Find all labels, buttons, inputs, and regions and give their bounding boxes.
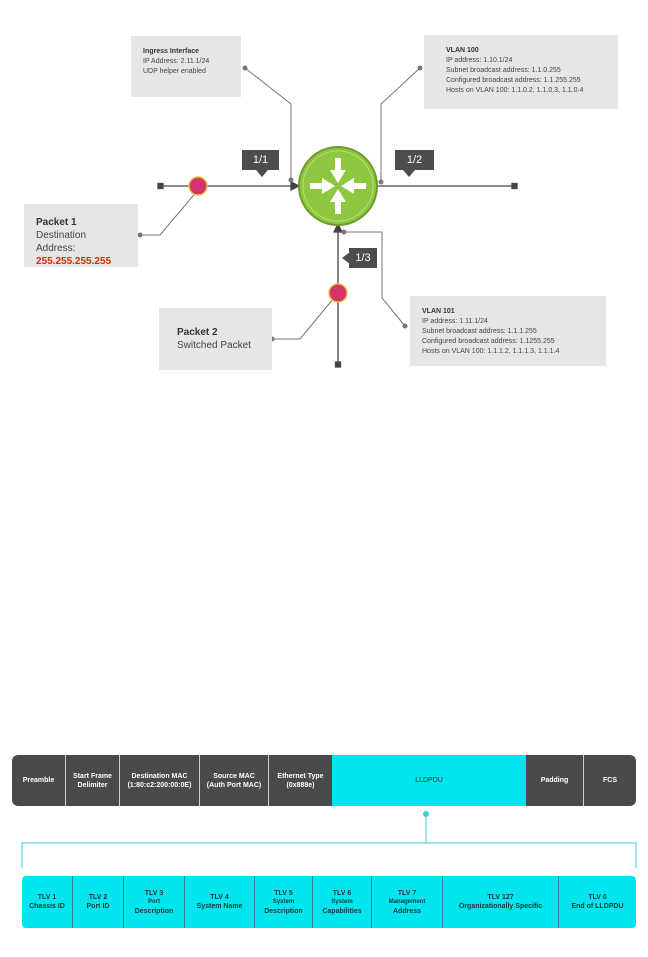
ingress-title: Ingress Interface	[143, 48, 200, 55]
packet-1-dest-label: Destination Address:	[36, 230, 87, 254]
port-label-1-2-pointer	[403, 170, 415, 177]
port-label-1-2: 1/2	[395, 150, 434, 170]
ingress-interface-box: Ingress Interface IP Address: 2.11.1/24 …	[131, 36, 241, 97]
frame-ethernet-type: Ethernet Type(0x888e)	[277, 772, 324, 789]
vlan-101-title: VLAN 101	[422, 308, 455, 315]
vlan-100-ip: IP address: 1.10.1/24	[446, 57, 513, 64]
vlan-101-subnet: Subnet broadcast address: 1.1.1.255	[422, 328, 537, 335]
router-icon	[298, 146, 378, 226]
lldpdu-expansion	[21, 811, 637, 868]
packet-2-box: Packet 2 Switched Packet	[159, 308, 272, 370]
port-label-1-1-pointer	[256, 170, 268, 177]
ingress-udp: UDP helper enabled	[143, 68, 206, 75]
port-label-1-3: 1/3	[349, 248, 377, 268]
frame-preamble: Preamble	[12, 755, 66, 806]
port-label-1-1: 1/1	[242, 150, 279, 170]
vlan-101-configured: Configured broadcast address: 1.1255.255	[422, 338, 555, 345]
vlan-101-ip: IP address: 1.11.1/24	[422, 318, 488, 325]
packet-2-desc: Switched Packet	[177, 340, 251, 351]
vlan-100-subnet: Subnet broadcast address: 1.1.0.255	[446, 67, 561, 74]
frame-padding: Padding	[526, 755, 584, 806]
packet-1-title: Packet 1	[36, 217, 77, 228]
packet-2-title: Packet 2	[177, 327, 218, 338]
port-label-1-3-pointer	[342, 252, 350, 264]
frame-destination-mac: Destination MAC(1:80:c2:200:00:0E)	[120, 755, 200, 806]
leader-lines	[137, 65, 423, 342]
link-1-1	[157, 180, 301, 192]
frame-source-mac: Source MAC(Auth Port MAC)	[200, 755, 269, 806]
vlan-101-hosts: Hosts on VLAN 100: 1.1.1.2, 1.1.1.3, 1.1…	[422, 348, 560, 355]
packet-1-dest-address: 255.255.255.255	[36, 256, 112, 267]
vlan-100-title: VLAN 100	[446, 47, 479, 54]
packet-1-box: Packet 1 Destination Address: 255.255.25…	[24, 204, 138, 267]
ingress-ip: IP Address: 2.11.1/24	[143, 58, 210, 65]
packet-2-marker	[328, 283, 348, 303]
packet-1-marker	[188, 176, 208, 196]
vlan-100-configured: Configured broadcast address: 1.1.255.25…	[446, 77, 581, 84]
vlan-100-hosts: Hosts on VLAN 100: 1.1.0.2, 1.1.0.3, 1.1…	[446, 87, 584, 94]
frame-lldpdu: LLDPDU	[332, 755, 526, 806]
link-1-2	[376, 182, 518, 190]
vlan-101-box: VLAN 101 IP address: 1.11.1/24 Subnet br…	[410, 296, 606, 366]
frame-fcs: FCS	[603, 777, 617, 784]
vlan-100-box: VLAN 100 IP address: 1.10.1/24 Subnet br…	[424, 35, 618, 109]
